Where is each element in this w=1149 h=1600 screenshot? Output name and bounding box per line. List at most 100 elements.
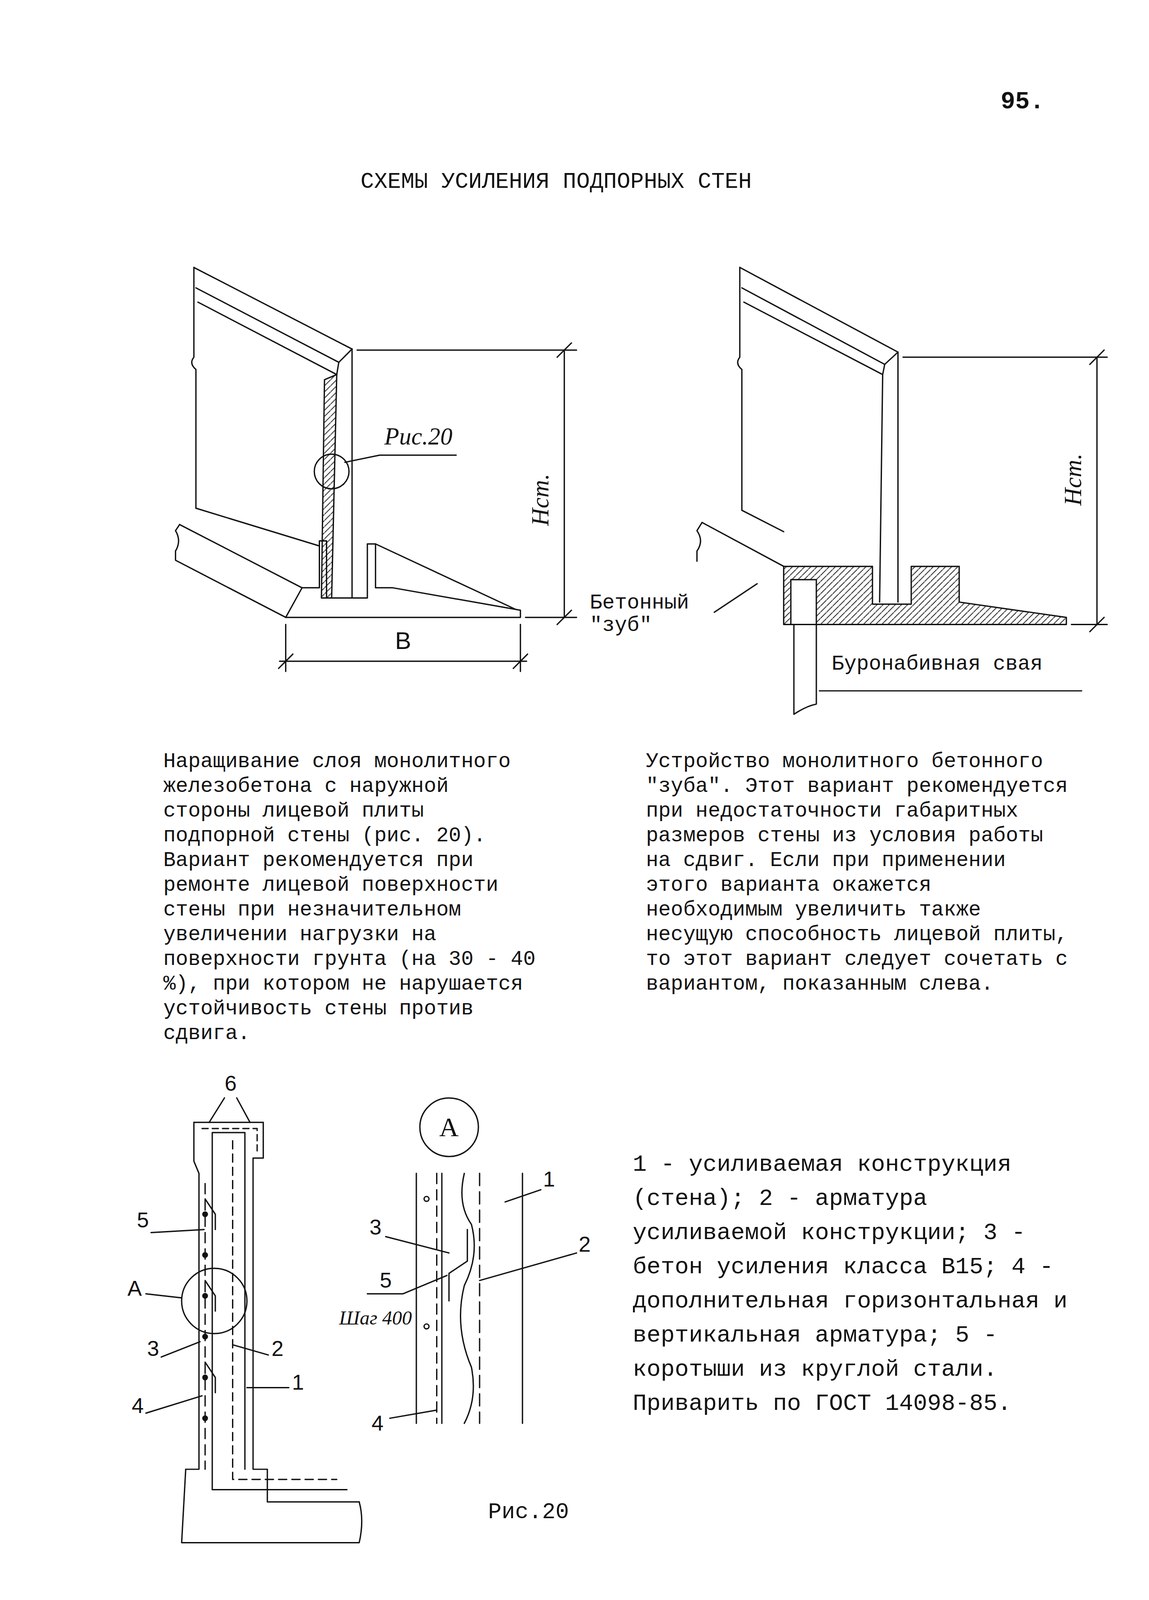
- dimension-label: Нст.: [527, 473, 554, 526]
- retaining-wall-right: [743, 302, 883, 375]
- detail-a: [440, 1173, 443, 1424]
- retaining-wall-right: [741, 510, 784, 532]
- callout-number: 4: [371, 1411, 384, 1436]
- retaining-wall-left: [285, 540, 521, 618]
- part-label: Буронабивная свая: [831, 653, 1043, 676]
- retaining-wall-right: [696, 267, 1082, 715]
- dimension-lines-left: [519, 624, 522, 672]
- retaining-wall-right: [714, 583, 758, 613]
- retaining-wall-right: [739, 267, 899, 352]
- callout-number: 1: [543, 1167, 556, 1192]
- wall-section: [204, 1362, 216, 1394]
- wall-section: [232, 1344, 269, 1356]
- dimension-lines-left: [278, 654, 294, 669]
- dimension-lines-right: [903, 356, 1108, 358]
- wall-section: [146, 1396, 203, 1414]
- retaining-wall-left: [375, 543, 516, 610]
- wall-section: [202, 1334, 208, 1340]
- spacing-label: Шаг 400: [338, 1307, 412, 1330]
- retaining-wall-left: [197, 302, 337, 375]
- retaining-wall-right: [897, 351, 899, 602]
- callout-number: 1: [291, 1370, 304, 1395]
- callout-number: 2: [271, 1337, 284, 1362]
- dimension-lines-left: [278, 342, 577, 672]
- wall-section: [181, 1268, 247, 1334]
- dimension-lines-right: [1071, 623, 1107, 626]
- dimension-lines-left: [285, 624, 287, 672]
- wall-section: [209, 1098, 225, 1123]
- retaining-wall-left: [344, 455, 456, 463]
- retaining-wall-right: [702, 522, 784, 567]
- retaining-wall-left: [195, 287, 339, 363]
- detail-a: [505, 1189, 541, 1203]
- retaining-wall-left: [336, 349, 352, 375]
- wall-section: [181, 1469, 362, 1543]
- wall-section: [201, 1128, 258, 1154]
- retaining-wall-right: [696, 522, 702, 562]
- wall-section: [202, 1212, 208, 1217]
- retaining-wall-right: [741, 287, 885, 365]
- detail-a: [436, 1173, 438, 1424]
- dimension-lines-left: [563, 350, 566, 618]
- wall-section: [202, 1416, 208, 1421]
- wall-section: [193, 1122, 360, 1502]
- detail-a: [460, 1173, 475, 1424]
- callout-number: 2: [578, 1233, 591, 1257]
- detail-a: [367, 1275, 447, 1295]
- dimension-lines-left: [556, 342, 572, 358]
- wall-section: [204, 1199, 216, 1230]
- detail-a: [478, 1173, 481, 1424]
- detail-a: [389, 1410, 437, 1419]
- retaining-wall-right: [793, 624, 817, 715]
- callout-letter: А: [127, 1277, 143, 1301]
- wall-section: [161, 1341, 201, 1358]
- description-text: Устройство монолитного бетонного "зуба".…: [645, 749, 1077, 998]
- callout-number: 5: [136, 1208, 149, 1233]
- wall-section: [236, 1098, 251, 1123]
- wall-section: [232, 1140, 338, 1480]
- dimension-lines-right: [1096, 357, 1098, 625]
- retaining-wall-left: [351, 349, 353, 599]
- detail-a: [367, 1173, 577, 1424]
- dimension-lines-right: [903, 350, 1108, 633]
- dimension-lines-left: [513, 654, 528, 669]
- retaining-wall-right: [819, 690, 1082, 692]
- wall-section: [246, 1387, 289, 1389]
- wall-section: [212, 1132, 245, 1490]
- retaining-wall-right: [790, 579, 817, 625]
- detail-a: [521, 1173, 524, 1424]
- wall-section: [146, 1098, 362, 1544]
- callout-number: 3: [369, 1215, 382, 1240]
- retaining-wall-left: [191, 267, 196, 509]
- wall-section: [151, 1229, 205, 1234]
- legend-text: 1 - усиливаемая конструкция (стена); 2 -…: [632, 1148, 1082, 1422]
- dimension-lines-left: [279, 660, 527, 663]
- wall-section: [185, 1122, 200, 1470]
- detail-a: [415, 1173, 418, 1424]
- detail-a: [479, 1253, 577, 1281]
- wall-section: [202, 1293, 208, 1299]
- retaining-wall-left: [175, 267, 521, 618]
- callout-number: 6: [224, 1071, 237, 1096]
- retaining-wall-right: [783, 566, 1067, 625]
- wall-section: [202, 1252, 208, 1258]
- wall-section: [146, 1294, 182, 1299]
- dimension-lines-right: [1089, 617, 1105, 633]
- wall-section: [204, 1280, 216, 1312]
- callout-number: 5: [379, 1268, 392, 1293]
- dimension-label: В: [395, 627, 412, 655]
- detail-a: [423, 1324, 429, 1330]
- figure-reference: Рис.20: [384, 423, 453, 450]
- retaining-wall-right: [879, 351, 899, 602]
- retaining-wall-left: [193, 267, 352, 350]
- detail-a: [385, 1237, 450, 1254]
- part-label: Бетонный "зуб": [589, 592, 733, 637]
- retaining-wall-right: [737, 267, 742, 511]
- callout-number: 3: [146, 1337, 160, 1362]
- description-text: Наращивание слоя монолитного железобетон…: [163, 749, 543, 1047]
- dimension-label: Нст.: [1059, 453, 1087, 506]
- detail-a: [423, 1196, 429, 1202]
- detail-circle: А: [418, 1096, 480, 1158]
- wall-section: [202, 1375, 208, 1381]
